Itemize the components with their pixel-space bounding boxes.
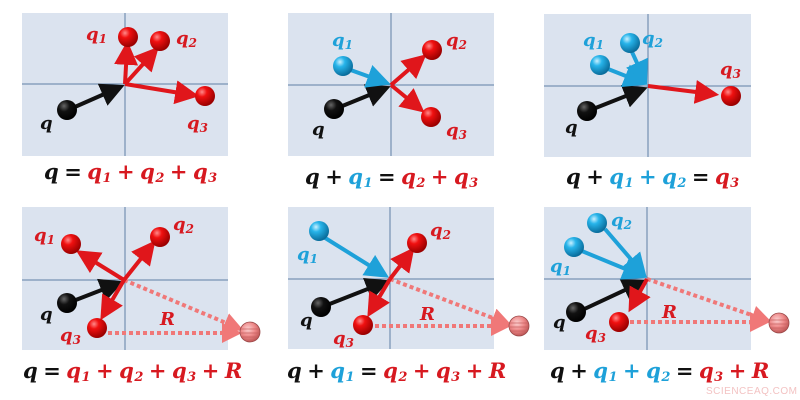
diagram-top-2 — [288, 13, 494, 156]
label-q: q — [565, 117, 578, 138]
label-q3: q3 — [720, 59, 741, 81]
particle-q2 — [150, 227, 170, 247]
label-q1: q1 — [34, 225, 55, 247]
particle-q — [311, 297, 331, 317]
equation-bottom-2: q+q1=q2+q3+R — [287, 358, 507, 385]
particle-q1 — [309, 221, 329, 241]
equation-top-2: q+q1=q2+q3 — [305, 164, 479, 191]
equation-top-1: q=q1+q2+q3 — [44, 159, 218, 186]
diagram-bottom-1 — [22, 207, 261, 350]
particle-q1 — [118, 27, 138, 47]
label-q3: q3 — [333, 328, 354, 350]
particle-q — [57, 293, 77, 313]
particle-q2 — [150, 31, 170, 51]
label-q3: q3 — [187, 113, 208, 135]
label-q3: q3 — [585, 323, 606, 345]
label-q1: q1 — [297, 244, 318, 266]
label-R: R — [662, 302, 677, 323]
particle-q3 — [87, 318, 107, 338]
particle-q — [57, 100, 77, 120]
diagram-bottom-2 — [288, 207, 530, 349]
diagram-top-3 — [544, 14, 751, 157]
watermark: SCIENCEAQ.COM — [706, 386, 798, 397]
label-R: R — [420, 304, 435, 325]
particle-q3 — [353, 315, 373, 335]
arrow-q3 — [100, 278, 126, 321]
equation-bottom-3: q+q1+q2=q3+R — [550, 358, 770, 385]
label-q: q — [40, 304, 53, 325]
diagram-top-1 — [22, 13, 228, 156]
arrow-q2 — [389, 54, 427, 87]
particle-R — [508, 315, 530, 337]
label-q2: q2 — [642, 28, 663, 50]
particle-q3 — [421, 107, 441, 127]
label-q3: q3 — [446, 120, 467, 142]
equation-bottom-1: q=q1+q2+q3+R — [23, 358, 243, 385]
label-q: q — [312, 119, 325, 140]
particle-q2 — [422, 40, 442, 60]
arrow-R-dashed — [389, 277, 512, 328]
particle-q2 — [587, 213, 607, 233]
particle-R — [768, 312, 790, 334]
label-R: R — [160, 309, 175, 330]
arrow-q1 — [320, 234, 390, 278]
arrow-q2 — [626, 51, 648, 85]
particle-q2 — [620, 33, 640, 53]
equation-top-3: q+q1+q2=q3 — [566, 164, 740, 191]
diagram-bottom-3 — [544, 207, 790, 350]
arrow-q2 — [388, 247, 415, 281]
label-q2: q2 — [611, 210, 632, 232]
particle-q1 — [564, 237, 584, 257]
label-q: q — [40, 113, 53, 134]
arrow-q — [587, 85, 648, 113]
arrow-q2 — [123, 46, 159, 86]
arrow-q3 — [628, 278, 651, 313]
particle-q3 — [195, 86, 215, 106]
particle-q — [577, 101, 597, 121]
arrow-q — [321, 277, 390, 309]
label-q2: q2 — [446, 30, 467, 52]
arrow-q3 — [124, 80, 200, 105]
arrow-q — [67, 83, 125, 112]
arrow-q3 — [389, 83, 425, 113]
arrow-q3 — [367, 277, 392, 318]
label-q: q — [300, 310, 313, 331]
particle-R — [239, 321, 261, 343]
arrow-q2 — [122, 240, 156, 282]
particle-q — [566, 302, 586, 322]
label-q2: q2 — [176, 28, 197, 50]
label-q: q — [553, 312, 566, 333]
label-q1: q1 — [86, 24, 107, 46]
label-q1: q1 — [332, 30, 353, 52]
label-q2: q2 — [173, 214, 194, 236]
particle-q2 — [407, 233, 427, 253]
arrow-q — [577, 279, 647, 314]
arrow-q3 — [647, 80, 720, 104]
label-q1: q1 — [550, 256, 571, 278]
particle-q1 — [333, 56, 353, 76]
arrow-q1 — [75, 250, 126, 282]
particle-q — [324, 99, 344, 119]
arrow-R-dashed — [123, 278, 244, 332]
arrow-q2 — [603, 227, 647, 278]
particle-q3 — [721, 86, 741, 106]
label-q1: q1 — [583, 30, 604, 52]
particle-q1 — [590, 55, 610, 75]
particle-q1 — [61, 234, 81, 254]
arrow-q1 — [576, 247, 647, 280]
arrow-q1 — [114, 40, 139, 85]
label-q2: q2 — [430, 220, 451, 242]
particle-q3 — [609, 312, 629, 332]
label-q3: q3 — [60, 325, 81, 347]
